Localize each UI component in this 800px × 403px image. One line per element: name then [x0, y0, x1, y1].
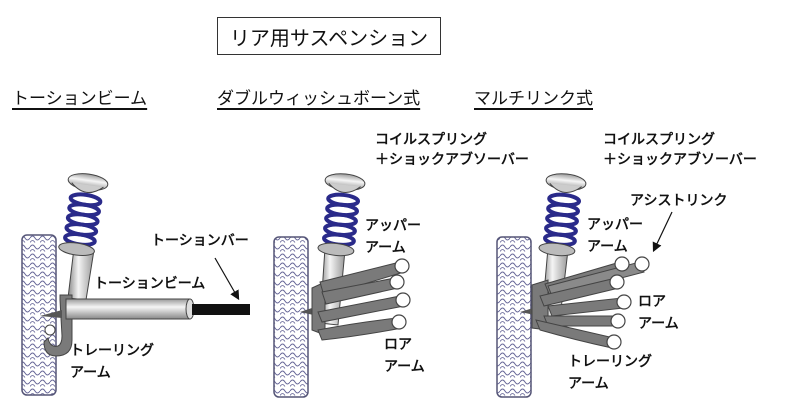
label-lower-arm-2: アーム — [384, 359, 425, 375]
label-coil-spring: コイルスプリング — [603, 132, 715, 148]
torsion-bar — [192, 304, 250, 315]
heading-multilink: マルチリンク式 — [474, 89, 593, 109]
coil-spring-shock — [536, 169, 589, 260]
multilink-diagram — [496, 169, 673, 398]
label-trailing-arm-2: アーム — [70, 365, 111, 381]
label-trailing-arm-2: アーム — [568, 376, 609, 392]
label-upper-arm-2: アーム — [365, 240, 406, 256]
torsion-beam-diagram — [21, 169, 250, 396]
heading-double-wishbone: ダブルウィッシュボーン式 — [217, 89, 421, 109]
label-coil-spring: コイルスプリング — [375, 132, 487, 148]
label-trailing-arm-1: トレーリング — [568, 354, 652, 370]
diagram-title: リア用サスペンション — [217, 17, 441, 55]
coil-spring-shock — [315, 169, 368, 260]
label-trailing-arm-1: トレーリング — [70, 343, 154, 359]
label-upper-arm-1: アッパー — [587, 217, 643, 233]
label-torsion-beam: トーションビーム — [94, 276, 206, 292]
label-shock-absorber: ＋ショックアブソーバー — [603, 152, 757, 168]
label-lower-arm-1: ロア — [384, 337, 412, 353]
label-lower-arm-2: アーム — [638, 316, 679, 332]
heading-torsion-beam: トーションビーム — [12, 89, 148, 109]
coil-spring-shock — [55, 169, 111, 261]
label-upper-arm-2: アーム — [587, 239, 628, 255]
label-upper-arm-1: アッパー — [365, 218, 421, 234]
tire-right — [496, 236, 532, 398]
label-assist-link: アシストリンク — [630, 193, 728, 209]
label-lower-arm-1: ロア — [638, 294, 666, 310]
double-wishbone-diagram — [273, 169, 411, 398]
tire-middle — [273, 236, 309, 398]
label-shock-absorber: ＋ショックアブソーバー — [375, 152, 529, 168]
label-torsion-bar: トーションバー — [151, 233, 249, 249]
torsion-beam — [65, 298, 191, 320]
